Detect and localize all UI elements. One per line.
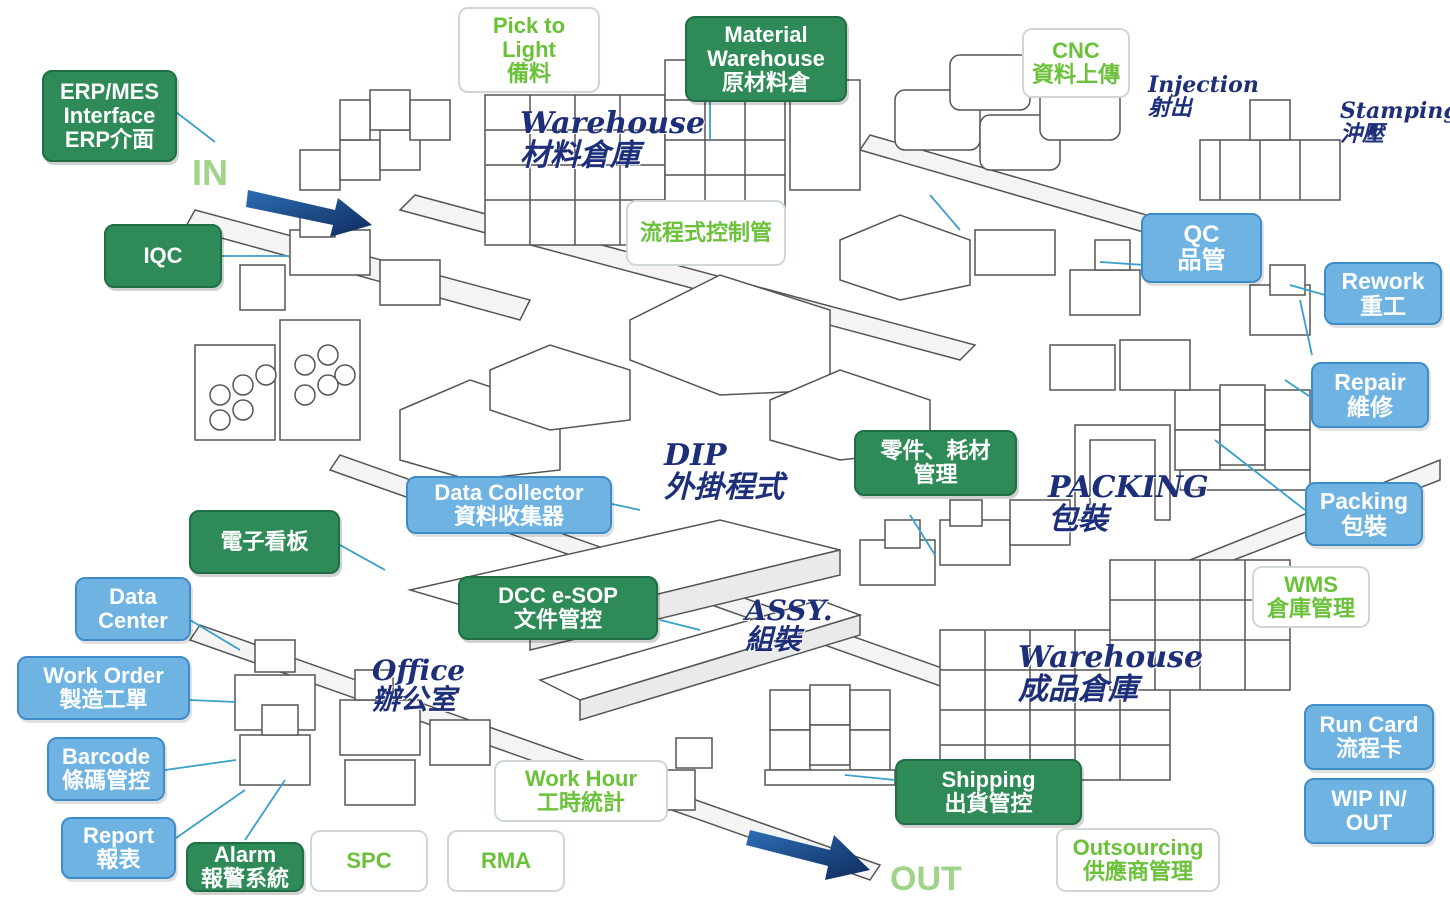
area-assy: ASSY.組裝 <box>745 594 833 657</box>
out-label: OUT <box>890 860 962 898</box>
out-arrow <box>746 830 870 880</box>
box-stack <box>299 89 451 191</box>
module-wip-in-out[interactable]: WIP IN/OUT <box>1304 778 1434 844</box>
in-arrow <box>246 190 372 237</box>
cnc-machine <box>894 54 1121 171</box>
stamping-machine <box>1199 99 1341 201</box>
in-label: IN <box>192 152 228 193</box>
workstation <box>859 499 1071 586</box>
module-rma[interactable]: RMA <box>447 830 565 892</box>
module-parts-consumables[interactable]: 零件、耗材管理 <box>854 430 1017 496</box>
workstation <box>974 229 1311 336</box>
pack-boxes <box>1049 339 1311 521</box>
shelf-rack <box>939 559 1291 781</box>
module-process-control[interactable]: 流程式控制管 <box>626 200 786 266</box>
reel-rack <box>194 319 361 441</box>
module-e-board[interactable]: 電子看板 <box>189 510 340 574</box>
module-iqc[interactable]: IQC <box>104 224 222 288</box>
pallet-boxes <box>764 684 896 786</box>
office-desk <box>234 639 713 811</box>
module-spc[interactable]: SPC <box>310 830 428 892</box>
